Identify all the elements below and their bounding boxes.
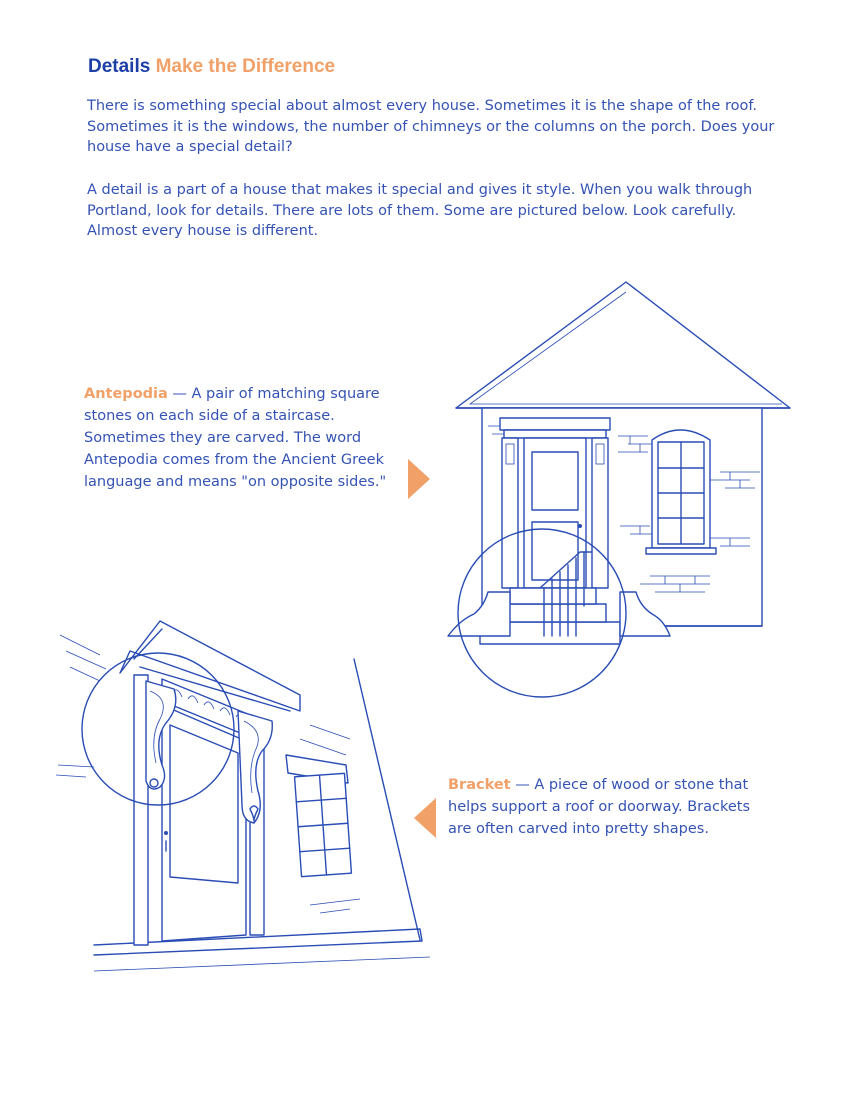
- bracket-callout: Bracket — A piece of wood or stone that …: [448, 774, 768, 840]
- bracket-left: [145, 680, 177, 790]
- bracket-definition: — A piece of wood or stone that helps su…: [448, 777, 751, 837]
- bracket-right: [237, 710, 273, 824]
- antepodia-term: Antepodia: [84, 386, 168, 402]
- antepodia-callout: Antepodia — A pair of matching square st…: [84, 383, 419, 493]
- title-part-difference: Make the Difference: [155, 56, 336, 77]
- triangle-right-icon: [408, 459, 430, 499]
- intro-paragraph-1: There is something special about almost …: [87, 98, 775, 155]
- door-pilaster-left: [133, 674, 149, 946]
- door-pilaster-right: [591, 437, 609, 589]
- antepodia-stone-left: [447, 591, 511, 637]
- page-title: Details Make the Difference: [88, 56, 335, 78]
- stair-railing: [539, 551, 593, 637]
- doorway-illustration: [55, 620, 431, 972]
- house-roof: [455, 281, 791, 409]
- antepodia-stone-right: [619, 591, 671, 637]
- front-door: [523, 437, 587, 589]
- door-cornice: [119, 620, 301, 712]
- bracket-term: Bracket: [448, 777, 511, 793]
- brick-texture: [488, 425, 760, 593]
- detail-highlight-circle: [81, 652, 235, 806]
- triangle-left-icon: [414, 798, 436, 838]
- title-part-details: Details: [88, 56, 151, 77]
- antepodia-definition: — A pair of matching square stones on ea…: [84, 386, 387, 490]
- detail-highlight-circle: [457, 528, 627, 698]
- house-illustration: [447, 281, 791, 698]
- door-pilaster-left: [501, 437, 519, 589]
- door-entablature: [499, 417, 611, 431]
- intro-paragraph-2: A detail is a part of a house that makes…: [87, 182, 753, 239]
- brick-texture-left: [55, 634, 361, 914]
